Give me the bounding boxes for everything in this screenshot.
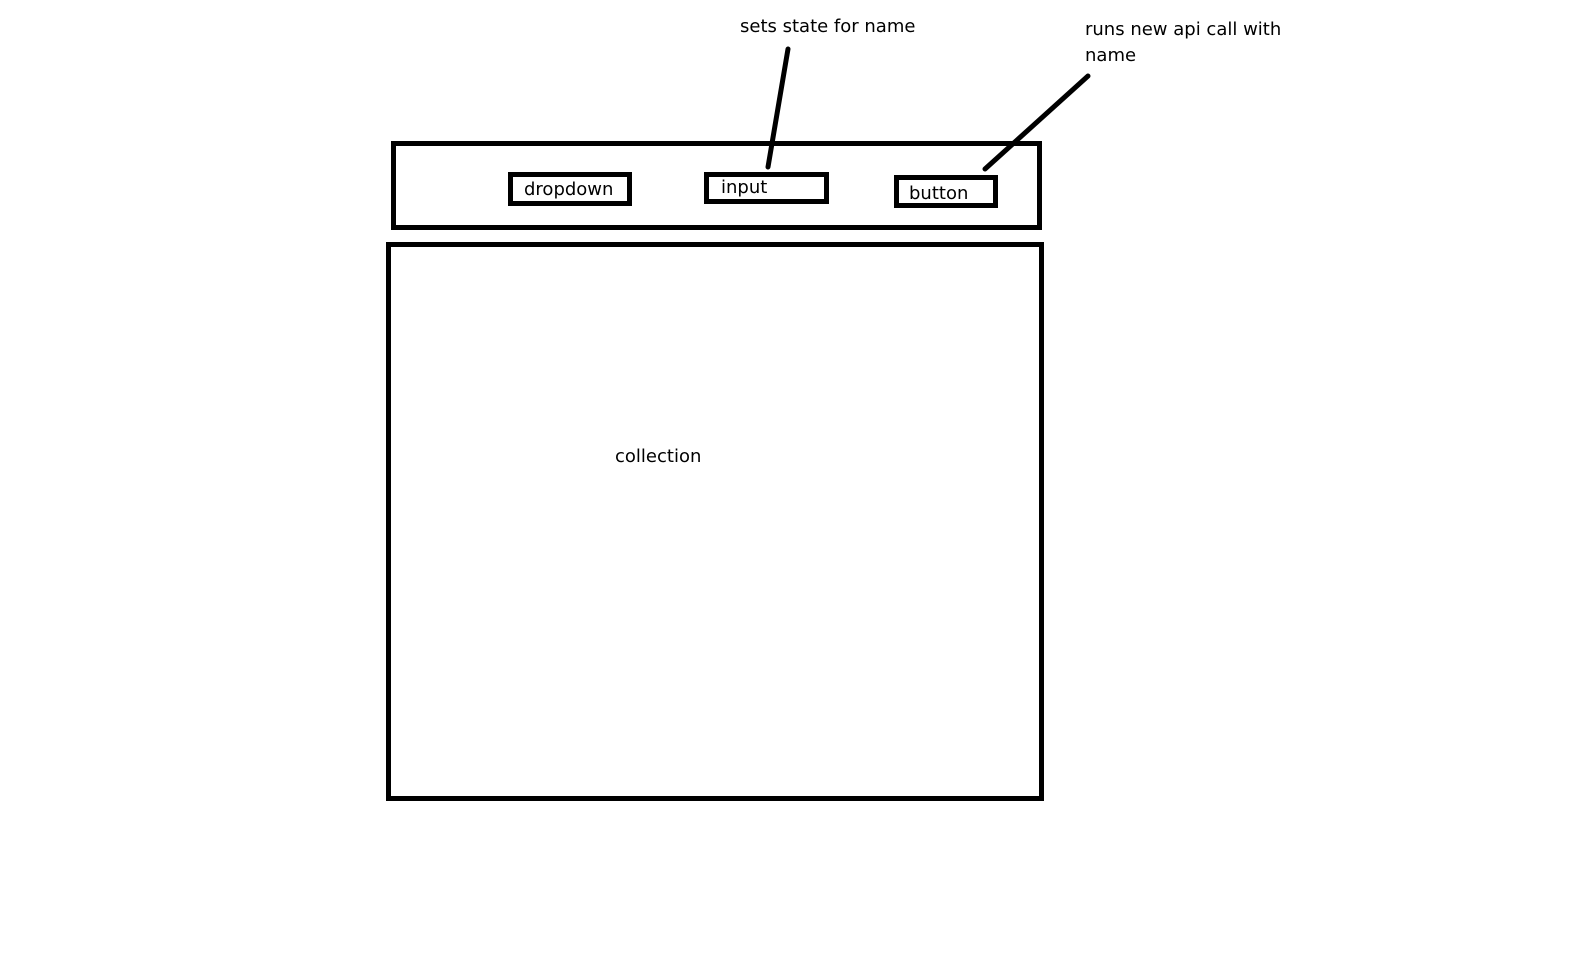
button-box[interactable]: button — [894, 175, 998, 208]
collection-frame: collection — [386, 242, 1044, 801]
input-label: input — [721, 177, 768, 198]
collection-label: collection — [615, 446, 702, 467]
button-label: button — [909, 183, 969, 204]
dropdown-label: dropdown — [524, 179, 614, 200]
dropdown-box[interactable]: dropdown — [508, 172, 632, 206]
button-annotation: runs new api call with name — [1085, 19, 1282, 66]
input-box[interactable]: input — [704, 172, 829, 204]
input-annotation: sets state for name — [740, 16, 916, 37]
